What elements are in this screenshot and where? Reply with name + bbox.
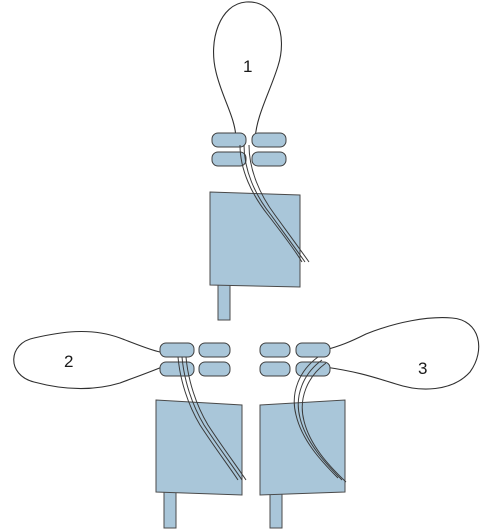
wire-bundle-2 — [177, 356, 247, 481]
shaft-1 — [217, 279, 231, 321]
clamp-2 — [159, 342, 231, 377]
device-block-3 — [259, 399, 346, 496]
assembly-1-label: 1 — [243, 57, 252, 76]
assembly-2: 2 — [13, 330, 247, 529]
assembly-3: 3 — [259, 317, 480, 529]
assembly-2-label: 2 — [64, 352, 73, 371]
assembly-3-label: 3 — [418, 359, 427, 378]
device-block-1 — [209, 191, 301, 288]
device-block-2 — [155, 399, 243, 496]
assembly-1: 1 — [209, 1, 310, 321]
wire-loop-2 — [13, 330, 163, 390]
clamp-3 — [259, 342, 331, 377]
wire-bundle-3 — [293, 356, 347, 483]
wire-loop-3 — [324, 317, 480, 390]
clamp-1 — [211, 132, 287, 167]
wire-loop-1 — [213, 1, 282, 141]
wire-bundle-1 — [239, 144, 310, 263]
shaft-2 — [163, 487, 177, 529]
